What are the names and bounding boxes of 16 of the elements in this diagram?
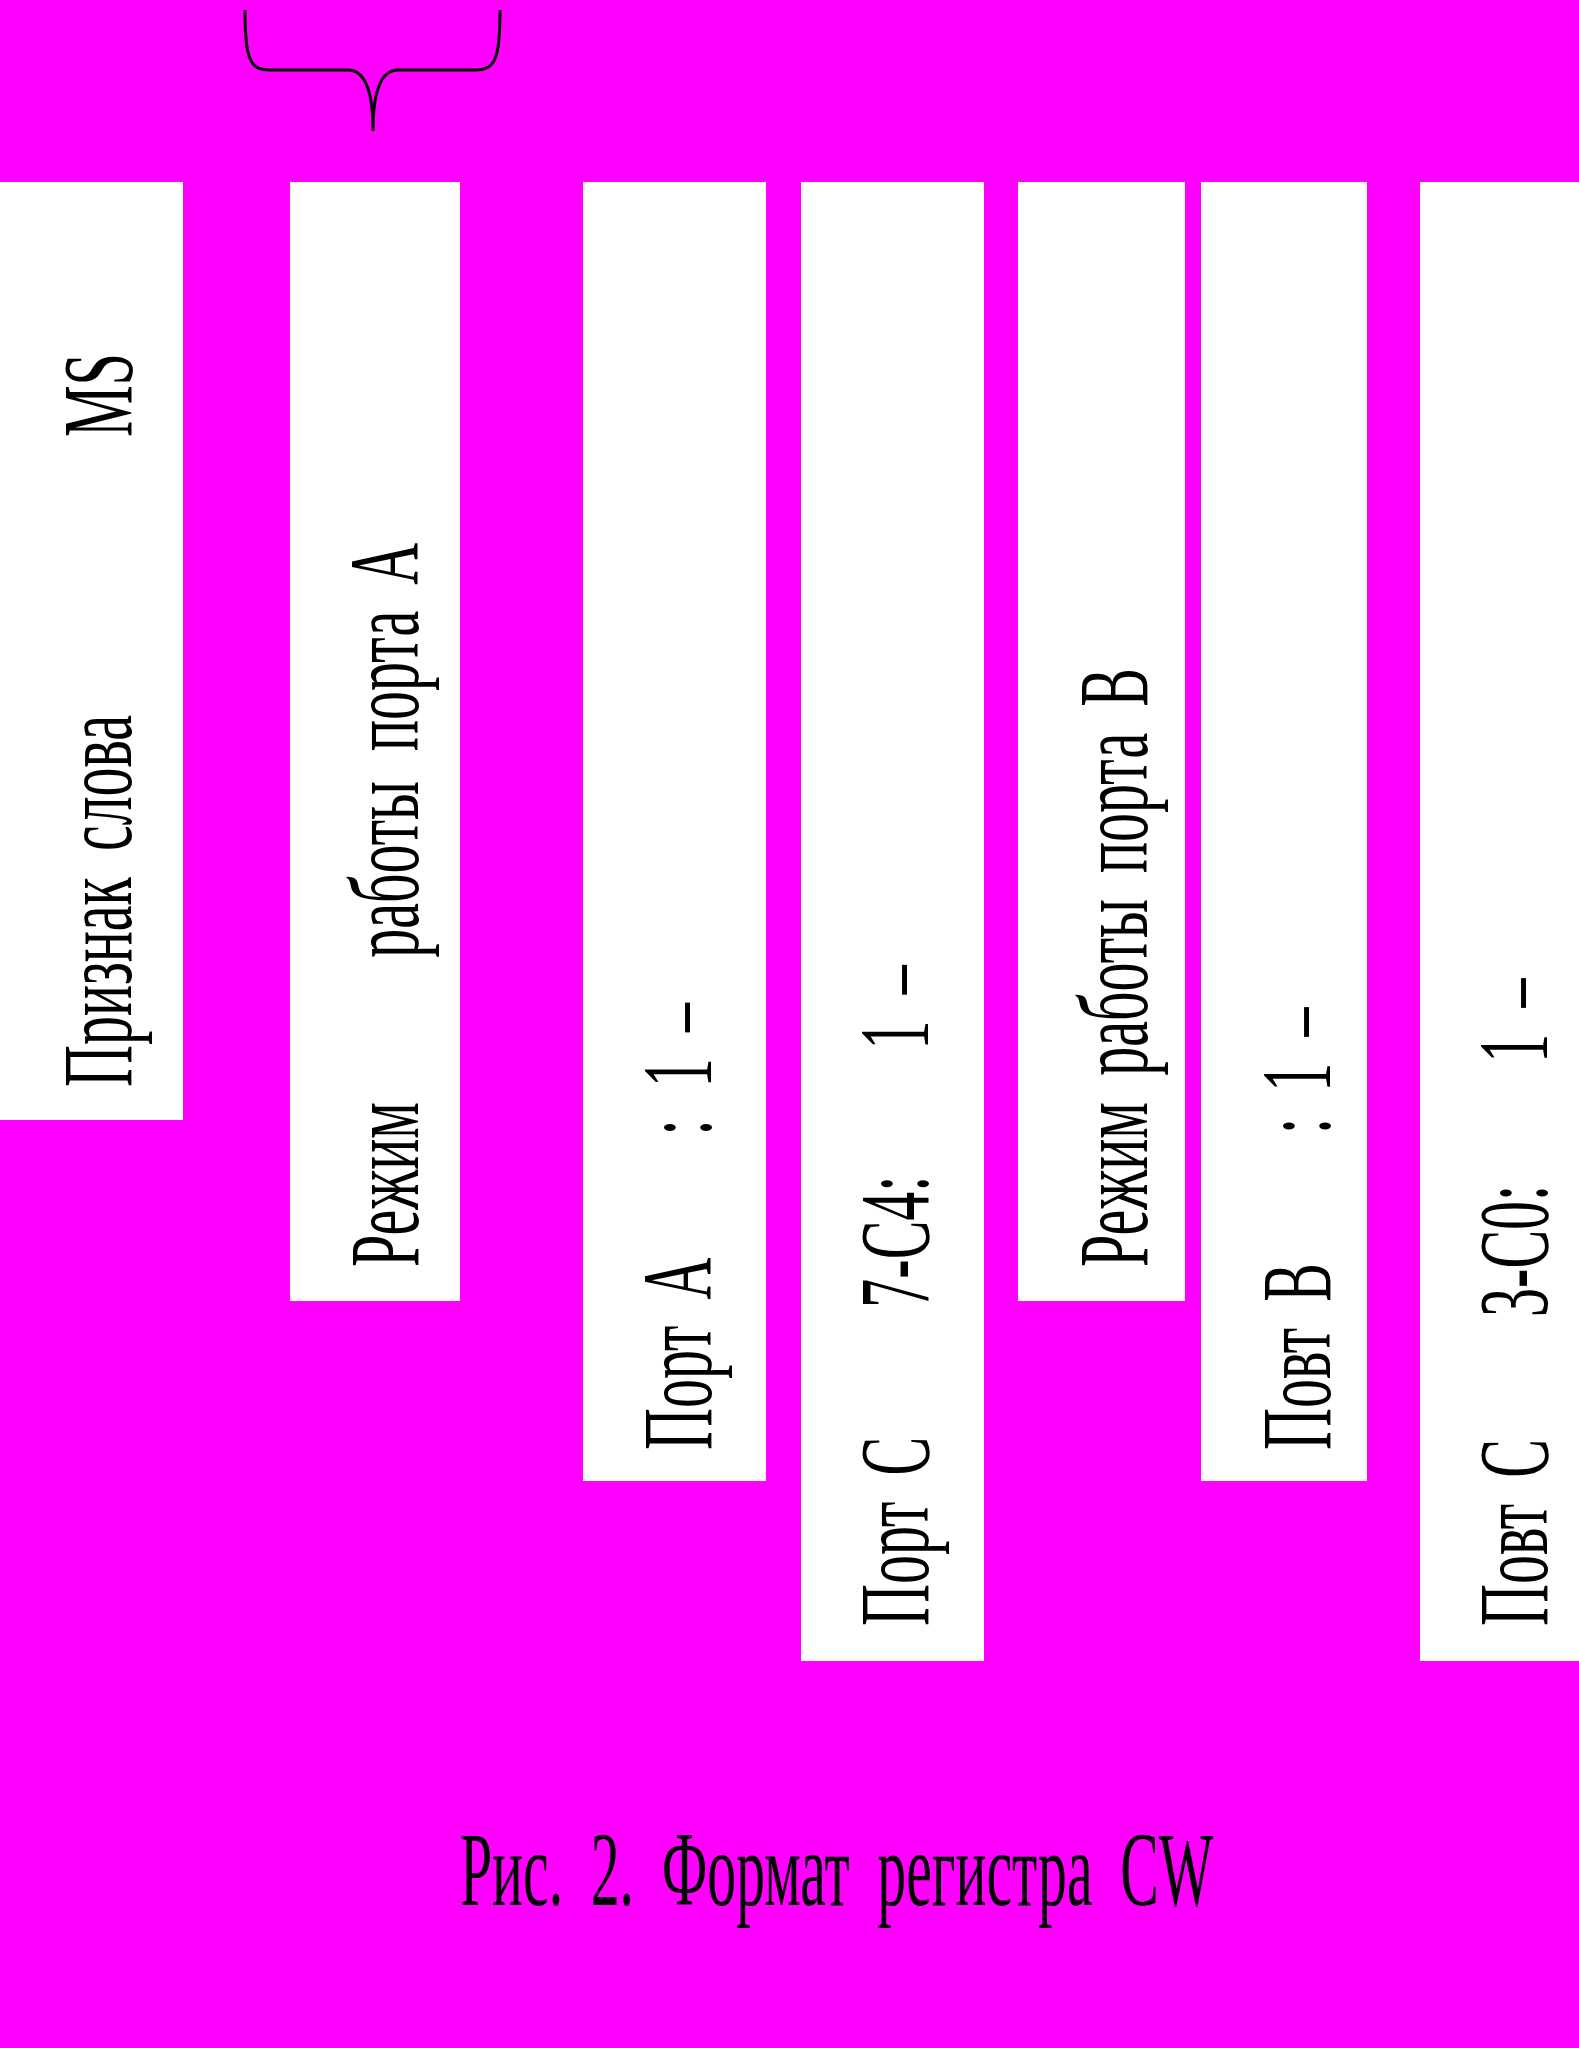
- field-label: Повт С 3-С0: 1 –: [1457, 978, 1570, 1626]
- field-band: [1420, 182, 1579, 1661]
- figure-caption: Рис. 2. Формат регистра CW: [460, 1810, 1214, 1930]
- field-band: [1201, 182, 1367, 1481]
- field-label: MS: [41, 353, 154, 437]
- field-label: Повт В : 1 –: [1240, 1007, 1353, 1450]
- field-label: Порт А : 1 –: [621, 1003, 734, 1450]
- field-band: [1018, 182, 1185, 1301]
- field-band: [290, 182, 460, 1301]
- field-label: Признак слова: [41, 715, 154, 1087]
- field-band: [801, 182, 984, 1661]
- field-label: Режим работы порта А: [328, 542, 441, 1267]
- field-label: Режим работы порта В: [1057, 668, 1170, 1267]
- field-label: Порт С 7-С4: 1 –: [838, 965, 951, 1626]
- field-band: [583, 182, 766, 1481]
- field-band: [0, 182, 183, 1120]
